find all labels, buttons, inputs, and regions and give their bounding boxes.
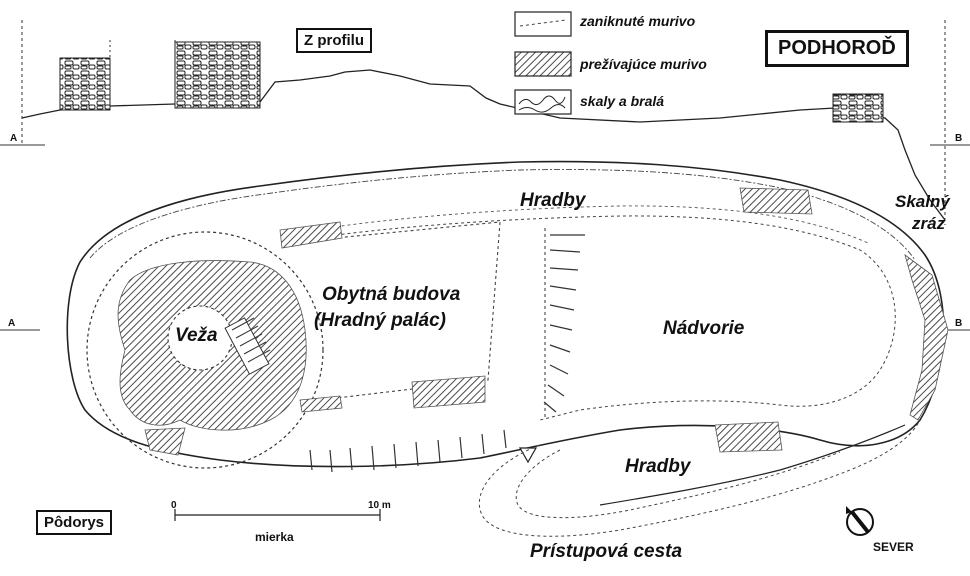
masonry-northeast — [739, 187, 813, 215]
profile-label: Z profilu — [296, 28, 372, 53]
lost-wall-line — [299, 215, 896, 421]
north-label: SEVER — [873, 540, 914, 554]
gate-marker — [518, 447, 538, 464]
label-access-road: Prístupová cesta — [530, 541, 683, 562]
south-slope-ticks — [309, 429, 507, 473]
label-walls-top: Hradby — [520, 190, 586, 211]
access-road-rocks — [599, 424, 906, 506]
scale-end: 10 m — [368, 500, 391, 511]
label-tower: Veža — [175, 325, 218, 346]
tower-masonry-lower — [144, 427, 186, 456]
courtyard-west-wall-ticks — [543, 228, 585, 420]
profile-wall-center — [174, 41, 261, 109]
profile-wall-left — [59, 57, 111, 111]
section-mark-b: B — [955, 318, 963, 329]
label-residence-2: (Hradný palác) — [314, 310, 446, 331]
scale-bar — [174, 509, 381, 521]
legend — [514, 11, 572, 115]
label-walls-bottom: Hradby — [625, 456, 691, 477]
lost-wall-line-2 — [299, 205, 869, 244]
label-cliff-2: zráz — [912, 214, 946, 233]
palace-outline — [314, 221, 501, 401]
north-arrow-icon — [846, 506, 874, 536]
legend-label-rocks: skaly a bralá — [580, 93, 665, 109]
label-cliff-1: Skalný — [895, 192, 950, 211]
section-mark-a: A — [8, 318, 16, 329]
rock-outline — [66, 160, 945, 468]
page-title: PODHOROĎ — [765, 30, 909, 67]
label-courtyard: Nádvorie — [663, 318, 745, 339]
scale-start: 0 — [171, 500, 177, 511]
masonry-cliff — [904, 253, 949, 421]
legend-swatch-surviving — [514, 51, 572, 77]
section-mark-b-top: B — [955, 133, 963, 144]
rock-outline-rough — [89, 169, 916, 261]
scale-label: mierka — [255, 530, 294, 544]
legend-swatch-lost — [514, 11, 572, 37]
plan-label: Pôdorys — [36, 510, 113, 535]
profile-section — [0, 20, 970, 225]
tower-outer-circle — [86, 231, 324, 469]
plan-section — [0, 160, 970, 537]
profile-wall-right — [832, 93, 884, 123]
tower-staircase — [224, 317, 271, 375]
legend-label-surviving: prežívajúce murivo — [580, 56, 707, 72]
masonry-palace-south — [411, 375, 486, 409]
masonry-southeast — [714, 421, 783, 453]
masonry-palace-north — [279, 221, 343, 249]
section-mark-a-top: A — [10, 133, 18, 144]
legend-label-lost: zaniknuté murivo — [580, 13, 696, 29]
masonry-west-wall — [299, 395, 343, 413]
access-road-inner — [515, 449, 841, 519]
label-residence-1: Obytná budova — [322, 284, 461, 305]
